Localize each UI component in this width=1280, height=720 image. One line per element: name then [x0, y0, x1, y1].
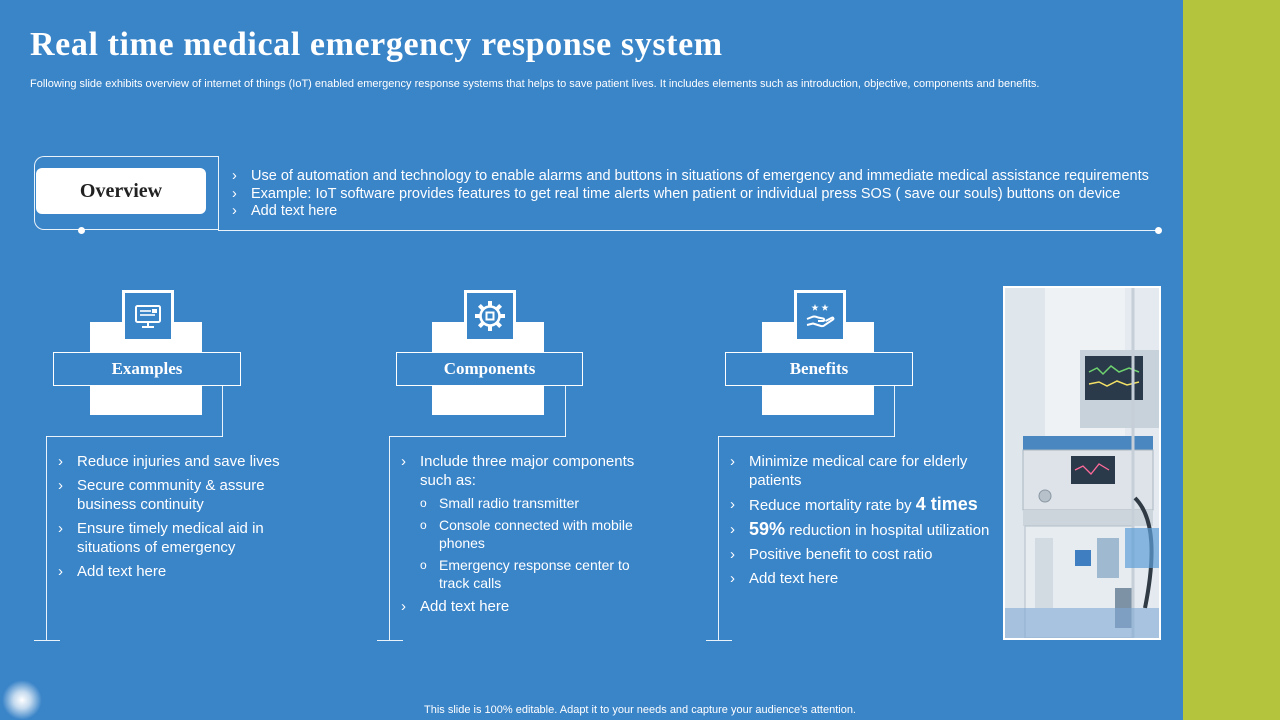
- list-item: Reduce mortality rate by 4 times: [730, 495, 998, 515]
- medical-equipment-image: [1005, 288, 1159, 638]
- benefits-list: Minimize medical care for elderly patien…: [730, 452, 998, 593]
- list-item: Add text here: [401, 597, 641, 616]
- benefit-highlight: 59%: [749, 519, 786, 539]
- list-item: Secure community & assure business conti…: [58, 476, 318, 514]
- examples-connector: [222, 386, 223, 437]
- page-subtitle: Following slide exhibits overview of int…: [30, 78, 1040, 90]
- overview-item: Example: IoT software provides features …: [232, 186, 1149, 204]
- accent-strip: [1183, 0, 1280, 720]
- hand-stars-icon: [806, 304, 835, 328]
- components-list: Include three major components such as: …: [401, 452, 641, 621]
- components-label: Components: [396, 352, 583, 386]
- benefits-connector-foot: [706, 640, 732, 641]
- gear-icon: [475, 301, 505, 331]
- list-item: Ensure timely medical aid in situations …: [58, 519, 318, 557]
- components-icon-box: [464, 290, 516, 342]
- examples-connector-foot: [34, 640, 60, 641]
- examples-list: Reduce injuries and save lives Secure co…: [58, 452, 318, 586]
- list-item: Add text here: [58, 562, 318, 581]
- examples-connector-v: [46, 436, 47, 640]
- benefits-connector-h: [718, 436, 895, 437]
- overview-item: Add text here: [232, 203, 1149, 221]
- overview-item: Use of automation and technology to enab…: [232, 168, 1149, 186]
- overview-list: Use of automation and technology to enab…: [232, 168, 1149, 221]
- components-sublist: Small radio transmitter Console connecte…: [420, 494, 641, 592]
- medical-equipment-photo: [1003, 286, 1161, 640]
- benefit-text: reduction in hospital utilization: [785, 522, 990, 539]
- computer-monitor-icon: [135, 305, 161, 328]
- overview-dot-right: [1155, 227, 1162, 234]
- list-item: Include three major components such as: …: [401, 452, 641, 592]
- components-column: Components Include three major component…: [0, 290, 634, 650]
- components-connector-h: [389, 436, 566, 437]
- components-connector: [565, 386, 566, 437]
- benefits-column: Benefits Minimize medical care for elder…: [0, 290, 989, 650]
- overview-frame: [34, 156, 218, 230]
- benefits-connector: [894, 386, 895, 437]
- list-item: 59% reduction in hospital utilization: [730, 520, 998, 540]
- examples-label: Examples: [53, 352, 241, 386]
- examples-column: Examples Reduce injuries and save lives …: [0, 290, 300, 650]
- components-connector-foot: [377, 640, 403, 641]
- list-item: Reduce injuries and save lives: [58, 452, 318, 471]
- benefits-icon-box: [794, 290, 846, 342]
- overview-dot-left: [78, 227, 85, 234]
- sub-item: Console connected with mobile phones: [420, 516, 641, 552]
- components-intro: Include three major components such as:: [420, 453, 635, 489]
- overview-underline: [218, 230, 1158, 231]
- benefits-label: Benefits: [725, 352, 913, 386]
- examples-connector-h: [46, 436, 223, 437]
- sub-item: Small radio transmitter: [420, 494, 641, 512]
- overview-label: Overview: [36, 168, 206, 214]
- benefits-connector-v: [718, 436, 719, 640]
- examples-icon-box: [122, 290, 174, 342]
- overview-divider: [218, 156, 219, 230]
- page-title: Real time medical emergency response sys…: [30, 26, 723, 63]
- list-item: Minimize medical care for elderly patien…: [730, 452, 998, 490]
- list-item: Positive benefit to cost ratio: [730, 545, 998, 564]
- components-connector-v: [389, 436, 390, 640]
- benefit-highlight: 4 times: [915, 494, 978, 514]
- sub-item: Emergency response center to track calls: [420, 556, 641, 592]
- benefit-text: Reduce mortality rate by: [749, 497, 916, 514]
- list-item: Add text here: [730, 569, 998, 588]
- footer-note: This slide is 100% editable. Adapt it to…: [424, 704, 856, 716]
- light-glow: [2, 680, 42, 720]
